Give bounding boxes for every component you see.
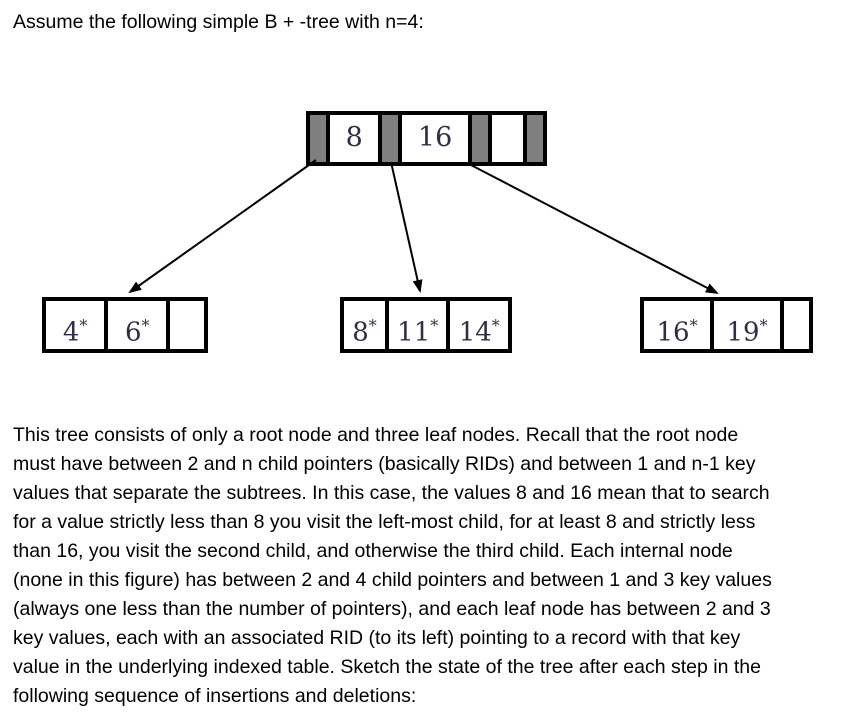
leaf-key: 11 — [397, 317, 431, 348]
leaf-node-left: 4* 6* — [42, 297, 208, 353]
leaf-cell: 4* — [46, 301, 105, 349]
rid-star: * — [141, 316, 150, 335]
paragraph-line: for a value strictly less than 8 you vis… — [13, 511, 756, 533]
leaf-cell — [784, 301, 809, 349]
root-key: 8 — [345, 122, 363, 153]
paragraph-line: must have between 2 and n child pointers… — [13, 453, 756, 475]
arrow-root-to-middle-leaf — [390, 161, 423, 293]
leaf-cell: 11* — [388, 301, 447, 349]
leaf-key: 8 — [352, 317, 369, 348]
leaf-key: 6 — [125, 317, 142, 348]
leaf-node-middle: 8* 11* 14* — [340, 297, 512, 353]
leaf-cell: 19* — [714, 301, 781, 349]
paragraph-line: values that separate the subtrees. In th… — [13, 482, 770, 504]
leaf-cell: 6* — [108, 301, 167, 349]
paragraph-line: following sequence of insertions and del… — [13, 685, 417, 707]
pointer-slot — [527, 115, 544, 162]
leaf-cell — [170, 301, 205, 349]
pointer-slot — [382, 115, 399, 162]
pointer-slot — [310, 115, 326, 162]
paragraph-line: key values, each with an associated RID … — [13, 627, 741, 649]
question-intro-text: Assume the following simple B + -tree wi… — [13, 11, 424, 33]
leaf-key: 19 — [726, 317, 760, 348]
leaf-cell: 8* — [344, 301, 385, 349]
rid-star: * — [430, 316, 439, 335]
leaf-cell: 16* — [644, 301, 711, 349]
rid-star: * — [689, 316, 698, 335]
leaf-node-right: 16* 19* — [640, 297, 813, 353]
rid-star: * — [491, 316, 500, 335]
leaf-key: 4 — [62, 317, 80, 348]
paragraph-line: value in the underlying indexed table. S… — [13, 656, 761, 678]
paragraph-line: This tree consists of only a root node a… — [13, 424, 739, 446]
root-key-cell: 16 — [402, 115, 468, 162]
rid-star: * — [759, 316, 768, 335]
rid-star: * — [79, 316, 88, 335]
root-key-cell — [491, 115, 524, 162]
leaf-key: 14 — [458, 317, 492, 348]
leaf-key: 16 — [656, 317, 690, 348]
root-key-cell: 8 — [330, 115, 379, 162]
root-key: 16 — [417, 122, 453, 153]
arrow-root-to-right-leaf — [468, 163, 719, 294]
leaf-cell: 14* — [450, 301, 508, 349]
pointer-slot — [471, 115, 488, 162]
rid-star: * — [368, 316, 377, 335]
root-node: 8 16 — [306, 111, 547, 166]
paragraph-line: (none in this figure) has between 2 and … — [13, 569, 772, 591]
arrow-root-to-left-leaf — [128, 159, 317, 294]
description-paragraph: This tree consists of only a root node a… — [13, 421, 861, 711]
paragraph-line: than 16, you visit the second child, and… — [13, 540, 733, 562]
paragraph-line: (always one less than the number of poin… — [13, 598, 771, 620]
